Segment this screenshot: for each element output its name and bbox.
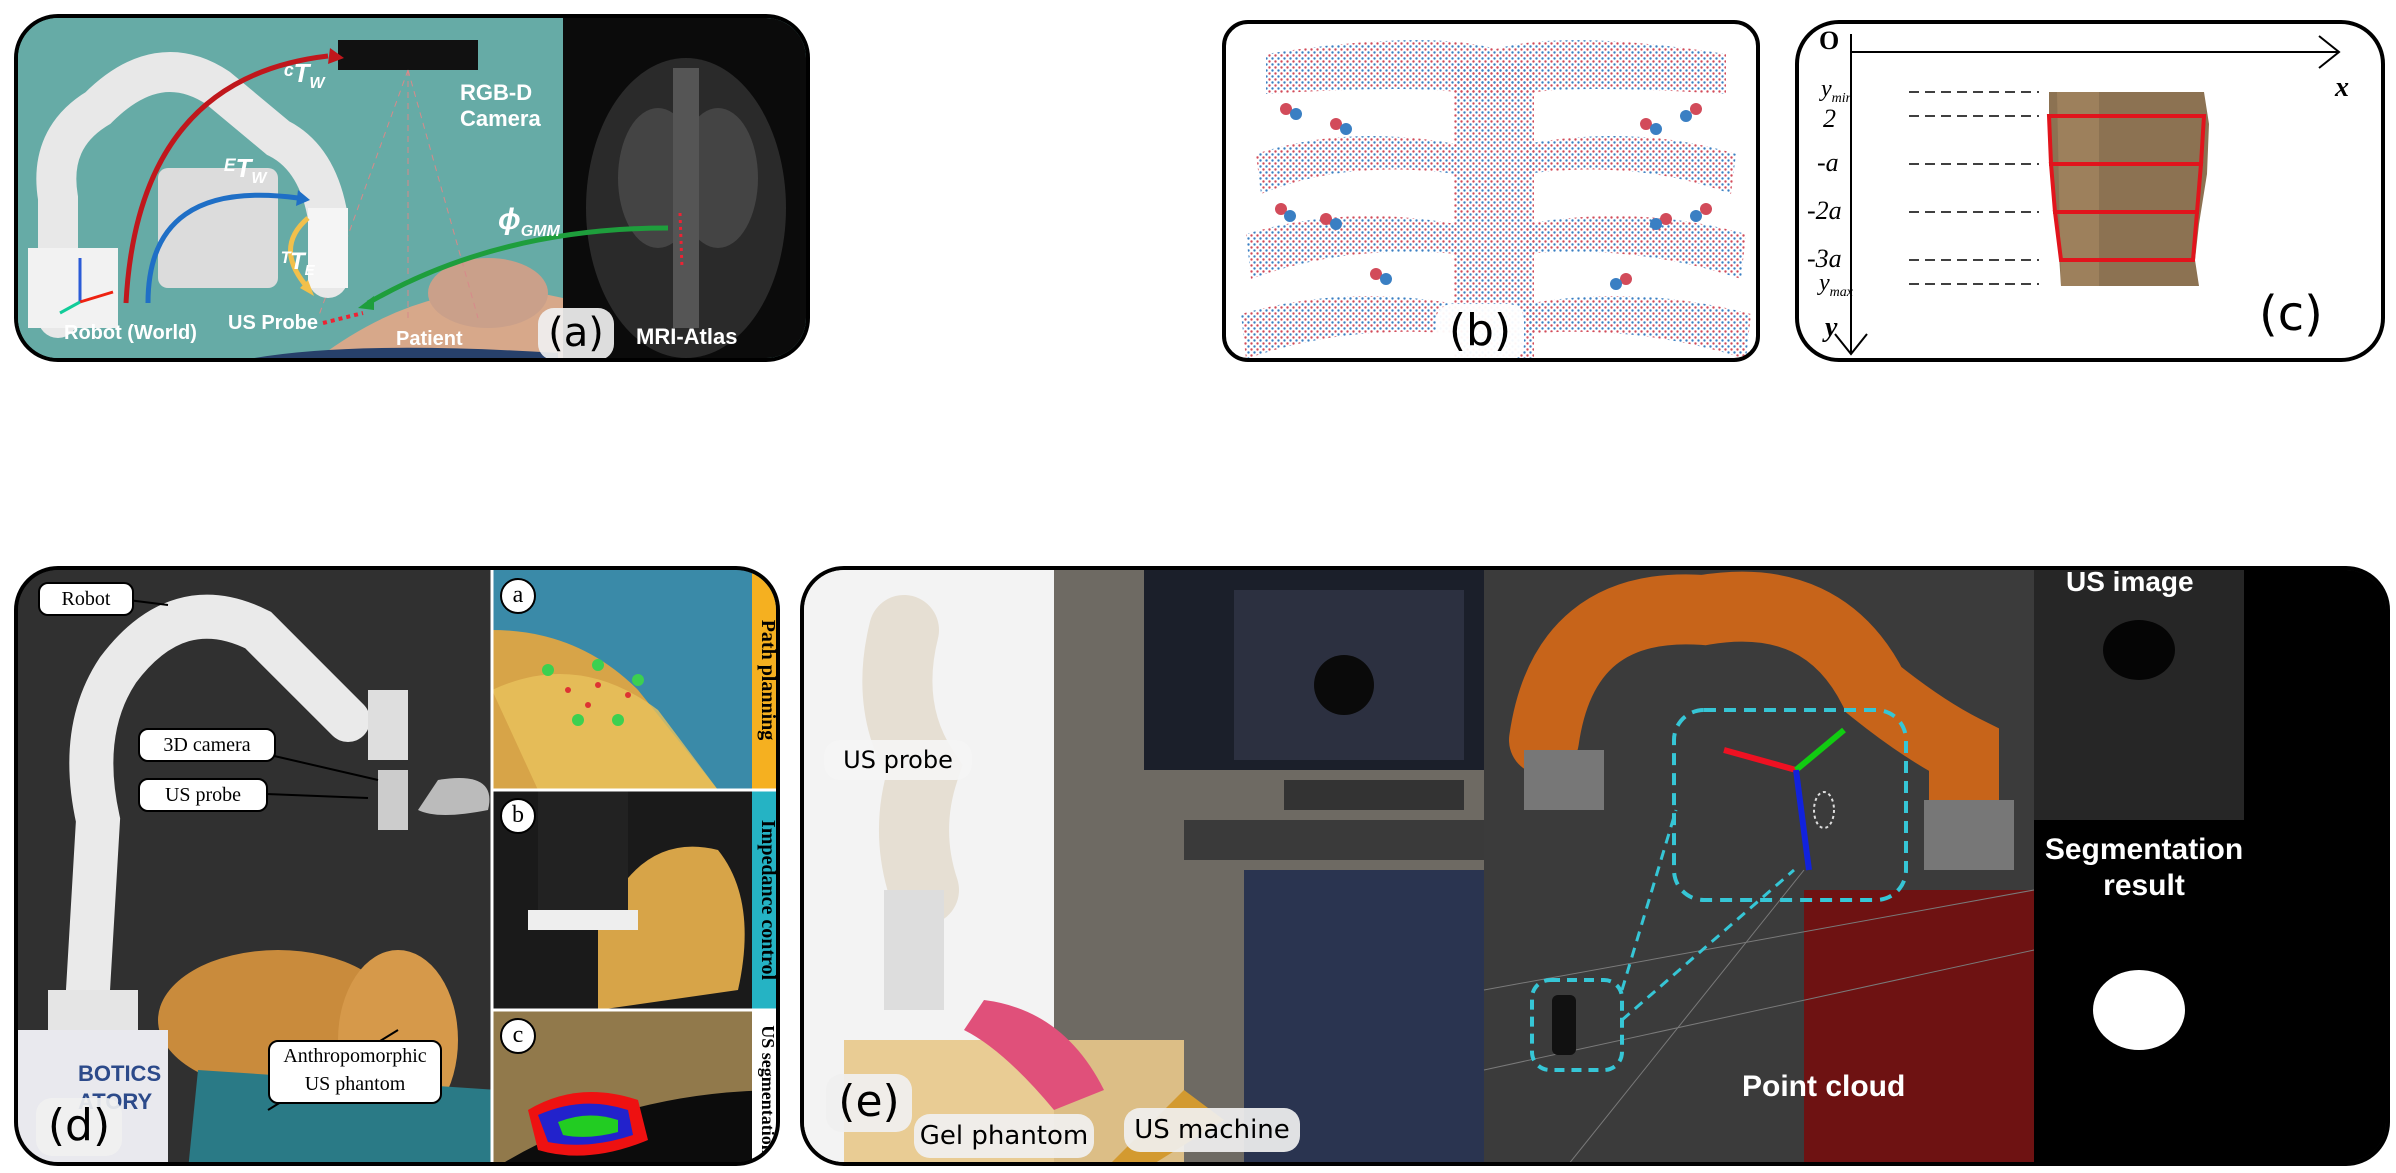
transform-ct-main: ᶜT — [283, 58, 310, 88]
x-axis-label: x — [2335, 72, 2349, 103]
robot-label: Robot — [38, 582, 134, 616]
side-label-path-planning: Path planning — [757, 619, 779, 741]
origin-label: O — [1819, 26, 1840, 55]
mri-atlas-label: MRI-Atlas — [636, 324, 738, 349]
transform-et-label: ᴱTW — [223, 153, 266, 188]
panel-b-label: (b) — [1436, 304, 1524, 358]
tick-ymax-main: y — [1819, 270, 1830, 296]
phi-sub: GMM — [520, 223, 560, 240]
inset-c-badge: c — [500, 1018, 536, 1054]
panel-d-scene — [18, 570, 776, 1162]
gel-phantom-label: Gel phantom — [914, 1114, 1094, 1158]
tick-ymin-main: y — [1821, 76, 1832, 102]
camera-3d-label: 3D camera — [138, 728, 276, 762]
us-probe-label-d: US probe — [138, 778, 268, 812]
panel-a: ᶜTW ᴱTW ᵀTE ϕGMM RGB-D Camera Robot (Wor… — [14, 14, 810, 362]
panel-d: Robot 3D camera US probe Anthropomorphic… — [14, 566, 780, 1166]
tick-minus-3a: -3a — [1807, 244, 1842, 273]
tick-2: 2 — [1823, 104, 1836, 133]
robot-world-label: Robot (World) — [64, 322, 197, 344]
inset-a-badge: a — [500, 578, 536, 614]
panel-a-label: (a) — [538, 308, 614, 358]
y-axis-label: y — [1825, 312, 1838, 343]
transform-tt-sub: E — [304, 261, 315, 279]
transform-ct-sub: W — [309, 75, 325, 93]
transform-tt-label: ᵀTE — [280, 248, 315, 279]
us-machine-label: US machine — [1124, 1108, 1300, 1152]
panel-d-label: (d) — [36, 1098, 122, 1156]
tick-ymin: ymin — [1821, 76, 1853, 107]
panel-e: US probe (e) Gel phantom US machine Poin… — [800, 566, 2390, 1166]
phi-gmm-label: ϕGMM — [498, 203, 560, 241]
point-cloud-label: Point cloud — [1742, 1070, 1906, 1103]
camera-label: RGB-D Camera — [460, 80, 541, 131]
panel-c-label: (c) — [2259, 286, 2323, 342]
transform-ct-label: ᶜTW — [283, 58, 325, 93]
tick-ymax: ymax — [1819, 270, 1853, 301]
tick-ymin-sub: min — [1831, 90, 1853, 106]
panel-e-scene — [804, 570, 2386, 1162]
segmentation-result-label: Segmentation result — [2044, 833, 2244, 902]
phi-main: ϕ — [498, 203, 521, 236]
side-label-segmentation: US segmentation — [758, 1025, 778, 1155]
side-label-impedance: Impedance control — [757, 819, 779, 981]
tick-ymax-sub: max — [1829, 284, 1853, 300]
panel-a-scene — [18, 18, 806, 358]
panel-b: (b) — [1222, 20, 1760, 362]
patient-label: Patient — [396, 328, 463, 350]
panel-e-label: (e) — [826, 1074, 912, 1132]
us-image-label: US image — [2066, 566, 2194, 597]
inset-b-badge: b — [500, 798, 536, 834]
rib-point-cloud — [1241, 40, 1751, 358]
transform-et-main: ᴱT — [223, 153, 252, 183]
transform-tt-main: ᵀT — [280, 248, 305, 275]
tick-minus-a: -a — [1817, 148, 1839, 177]
panel-c-diagram — [1834, 34, 2341, 356]
panel-e-probe-label: US probe — [824, 740, 972, 780]
tick-minus-2a: -2a — [1807, 196, 1842, 225]
transform-et-sub: W — [251, 170, 267, 188]
panel-c: O x y ymin 2 -a -2a -3a ymax (c) — [1795, 20, 2385, 362]
us-probe-label: US Probe — [228, 312, 319, 334]
phantom-label: Anthropomorphic US phantom — [268, 1040, 442, 1104]
